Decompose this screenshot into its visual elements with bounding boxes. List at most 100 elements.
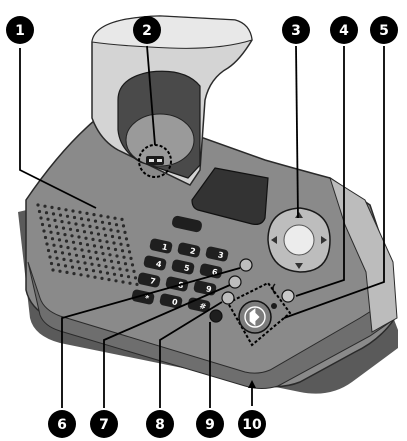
navigator-center-icon — [284, 225, 314, 255]
grille-hole — [113, 217, 116, 220]
grille-hole — [85, 268, 88, 271]
grille-hole — [52, 244, 55, 247]
grille-hole — [42, 229, 45, 232]
grille-hole — [38, 210, 41, 213]
grille-hole — [121, 249, 124, 252]
grille-hole — [67, 221, 70, 224]
grille-hole — [98, 239, 101, 242]
grille-hole — [106, 215, 109, 218]
grille-hole — [71, 266, 74, 269]
grille-hole — [104, 234, 107, 237]
grille-hole — [135, 283, 138, 286]
callout-2: 2 — [133, 16, 161, 44]
grille-hole — [90, 263, 93, 266]
grille-hole — [100, 246, 103, 249]
grille-hole — [55, 257, 58, 260]
callout-7: 7 — [90, 410, 118, 438]
grille-hole — [94, 220, 97, 223]
grille-hole — [55, 225, 58, 228]
grille-hole — [102, 227, 105, 230]
grille-hole — [57, 207, 60, 210]
grille-hole — [115, 254, 118, 257]
grille-hole — [126, 244, 129, 247]
callout-number: 10 — [242, 417, 262, 433]
grille-hole — [111, 266, 114, 269]
grille-hole — [120, 274, 123, 277]
grille-hole — [92, 269, 95, 272]
callout-number: 1 — [15, 23, 25, 39]
grille-hole — [45, 242, 48, 245]
grille-hole — [44, 236, 47, 239]
callout-number: 3 — [291, 23, 301, 39]
grille-hole — [59, 245, 62, 248]
grille-hole — [79, 242, 82, 245]
callout-8: 8 — [146, 410, 174, 438]
function-key-8[interactable] — [222, 292, 234, 304]
grille-hole — [77, 235, 80, 238]
grille-hole — [129, 257, 132, 260]
grille-hole — [83, 261, 86, 264]
grille-hole — [109, 228, 112, 231]
grille-hole — [91, 238, 94, 241]
grille-hole — [72, 241, 75, 244]
callout-6: 6 — [48, 410, 76, 438]
grille-hole — [110, 260, 113, 263]
grille-hole — [70, 234, 73, 237]
grille-hole — [46, 218, 49, 221]
grille-hole — [101, 221, 104, 224]
grille-hole — [93, 244, 96, 247]
grille-hole — [78, 211, 81, 214]
grille-hole — [56, 232, 59, 235]
grille-hole — [54, 250, 57, 253]
grille-hole — [58, 270, 61, 273]
grille-hole — [115, 223, 118, 226]
callout-number: 9 — [205, 417, 215, 433]
grille-hole — [119, 243, 122, 246]
grille-hole — [50, 206, 53, 209]
grille-hole — [89, 256, 92, 259]
grille-hole — [80, 248, 83, 251]
grille-hole — [107, 247, 110, 250]
grille-hole — [63, 233, 66, 236]
callout-number: 5 — [379, 23, 389, 39]
navigator-key[interactable] — [268, 208, 330, 272]
grille-hole — [73, 247, 76, 250]
grille-hole — [74, 222, 77, 225]
grille-hole — [124, 262, 127, 265]
grille-hole — [47, 249, 50, 252]
grille-hole — [59, 214, 62, 217]
grille-hole — [114, 279, 117, 282]
grille-hole — [64, 264, 67, 267]
grille-hole — [79, 273, 82, 276]
grille-hole — [83, 230, 86, 233]
grille-hole — [66, 246, 69, 249]
grille-hole — [36, 203, 39, 206]
grille-hole — [125, 269, 128, 272]
grille-hole — [71, 209, 74, 212]
grille-hole — [66, 215, 69, 218]
grille-hole — [118, 267, 121, 270]
grille-hole — [62, 258, 65, 261]
grille-hole — [52, 212, 55, 215]
grille-hole — [87, 250, 90, 253]
locator-button[interactable] — [282, 290, 294, 302]
grille-hole — [84, 237, 87, 240]
grille-hole — [108, 222, 111, 225]
grille-hole — [99, 214, 102, 217]
callout-number: 7 — [99, 417, 109, 433]
grille-hole — [64, 208, 67, 211]
function-key-6[interactable] — [240, 259, 252, 271]
grille-hole — [82, 255, 85, 258]
grille-hole — [128, 250, 131, 253]
grille-hole — [120, 218, 123, 221]
grille-hole — [114, 248, 117, 251]
grille-hole — [128, 282, 131, 285]
grille-hole — [76, 229, 79, 232]
grille-hole — [51, 237, 54, 240]
function-key-9[interactable] — [210, 310, 222, 322]
grille-hole — [81, 224, 84, 227]
grille-hole — [62, 227, 65, 230]
grille-hole — [131, 263, 134, 266]
callout-9: 9 — [196, 410, 224, 438]
function-key-7[interactable] — [229, 276, 241, 288]
